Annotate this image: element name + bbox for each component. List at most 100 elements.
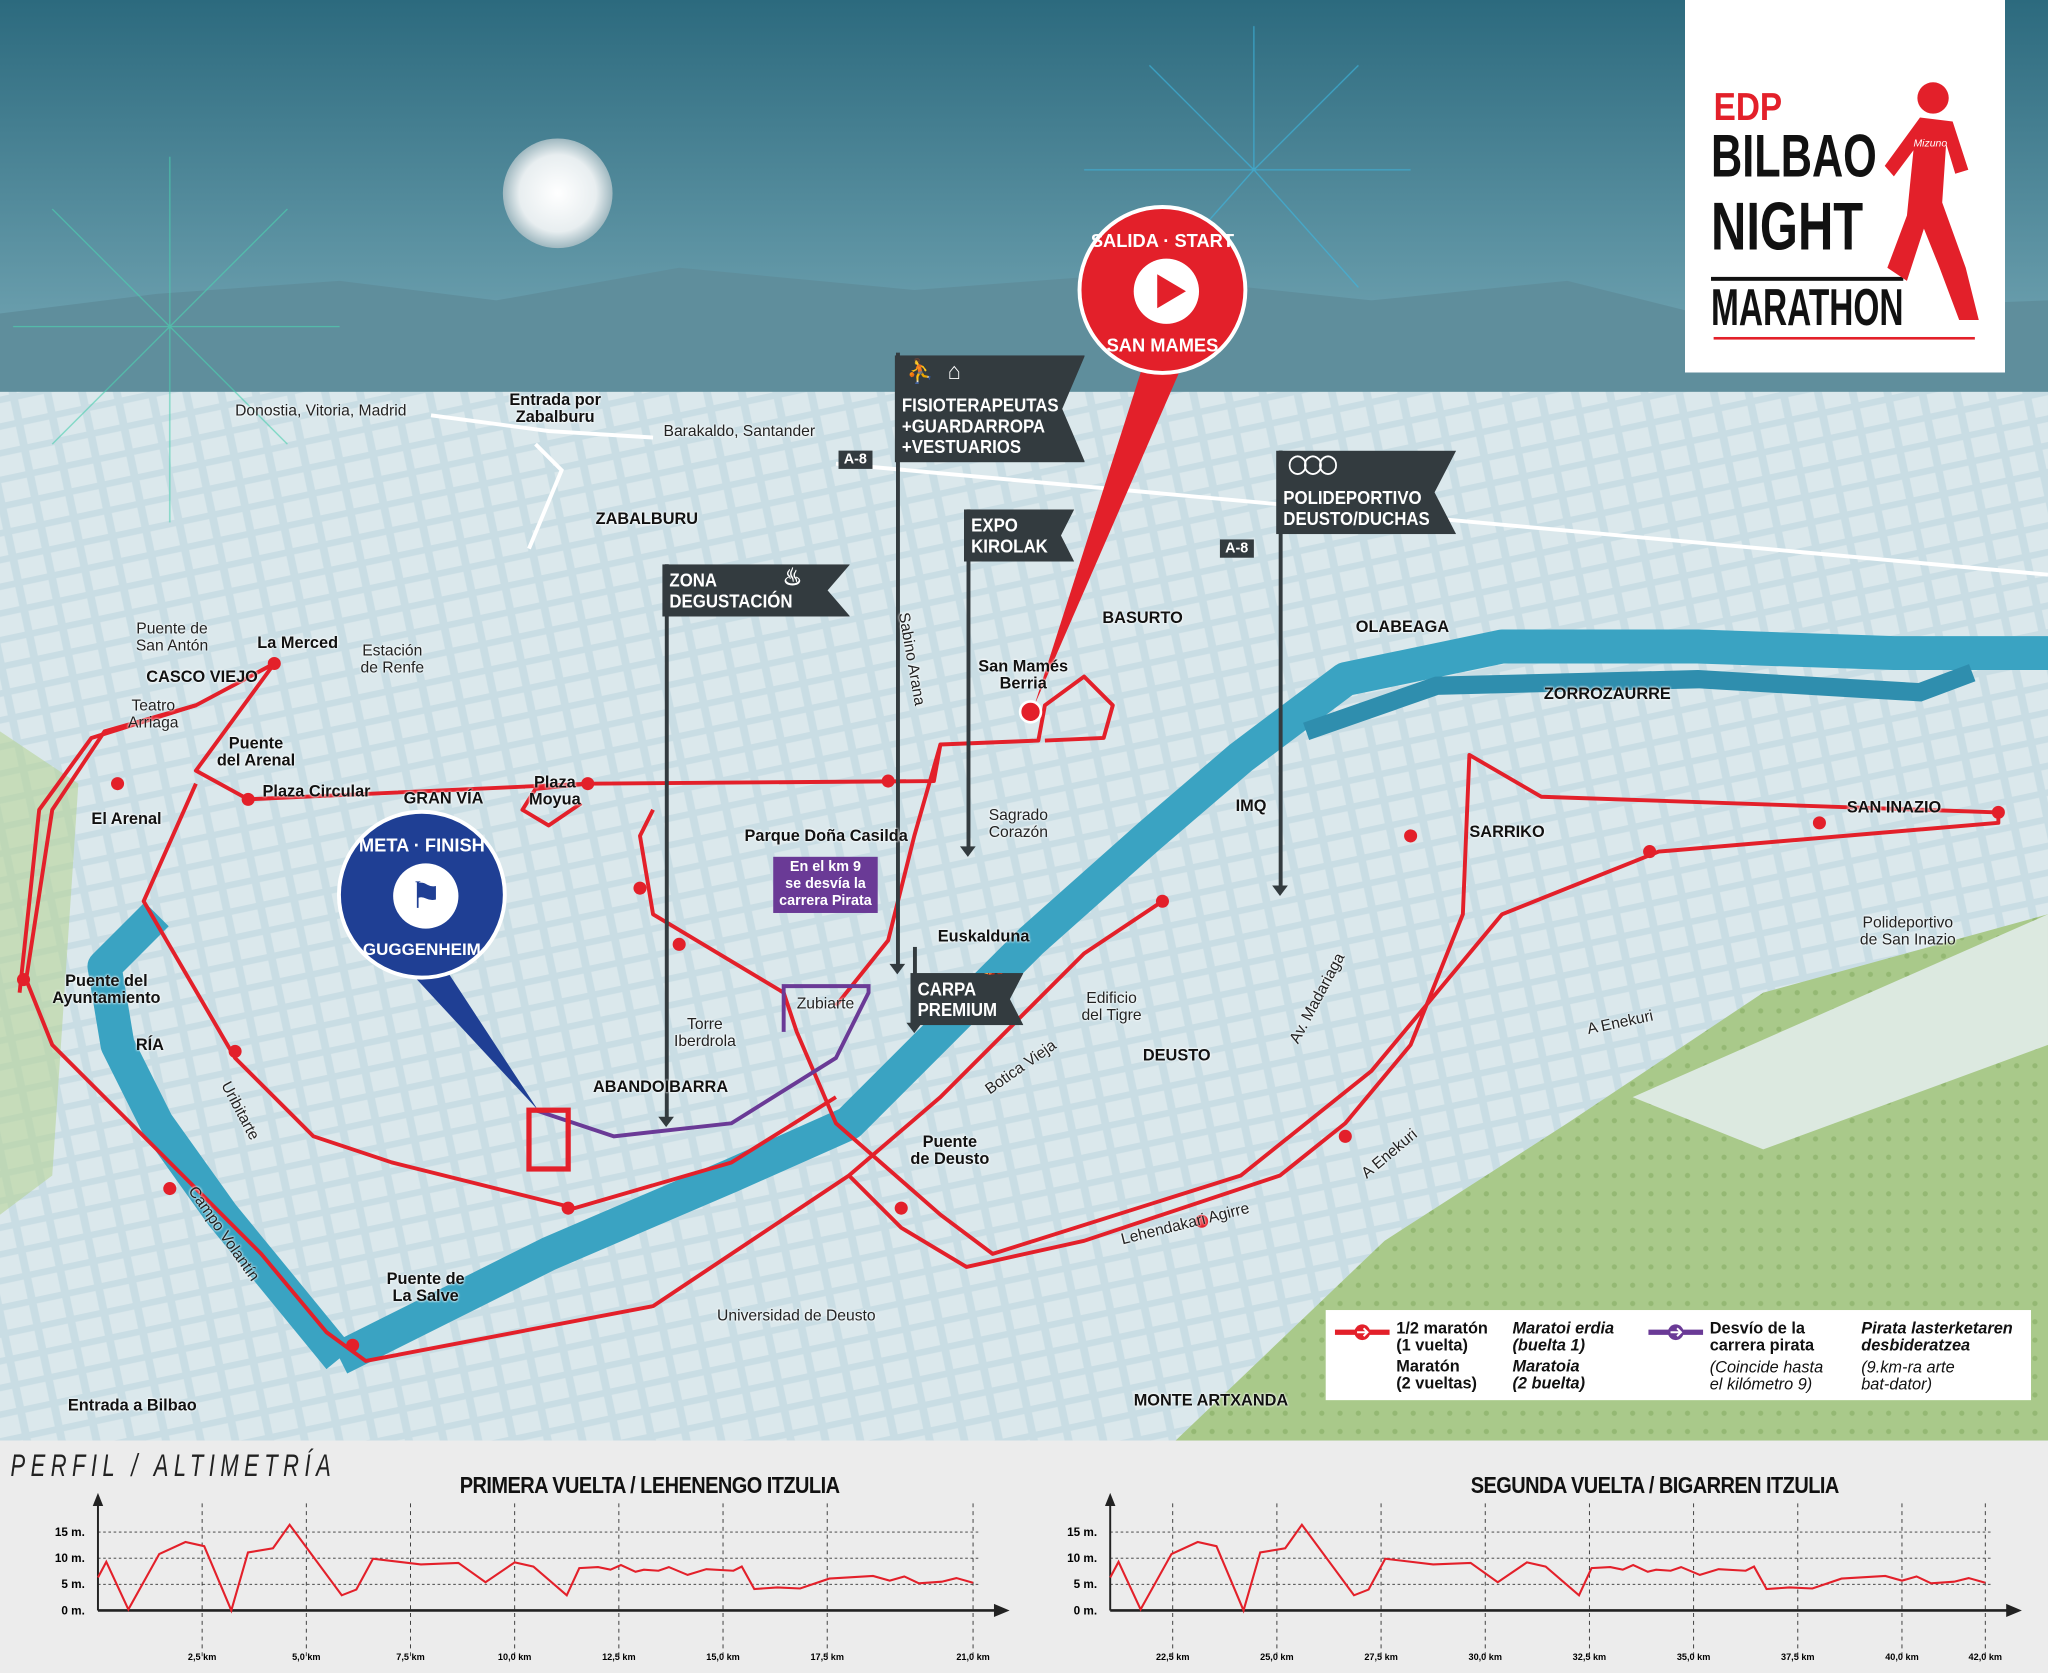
y-tick-label: 0 m.	[61, 1604, 85, 1617]
label-donostia: Donostia, Vitoria, Madrid	[235, 400, 407, 420]
route-legend-icon	[1334, 1324, 1390, 1341]
x-tick-label: 22,5 km	[1156, 1652, 1189, 1662]
pirate-legend-icon	[1648, 1324, 1704, 1341]
y-axis-arrow	[1104, 1492, 1116, 1506]
logo-line2: NIGHT	[1711, 189, 1864, 266]
label-entrada-bilbao: Entrada a Bilbao	[67, 1396, 197, 1415]
label-line: Estación	[362, 641, 423, 660]
start-point-icon	[1018, 700, 1043, 724]
label-line: Moyua	[528, 790, 581, 809]
label-gran-via: GRAN VÍA	[403, 788, 484, 808]
label-abandoibarra: ABANDOIBARRA	[592, 1077, 729, 1096]
note-line: En el km 9	[789, 859, 861, 876]
label-euskalduna: Euskalduna	[937, 927, 1030, 946]
label-sarriko: SARRIKO	[1469, 822, 1545, 842]
label-zubiarte: Zubiarte	[796, 993, 855, 1013]
sign-line: ZONA	[669, 569, 718, 591]
logo-line1: BILBAO	[1711, 121, 1877, 190]
x-tick-label: 30,0 km	[1469, 1652, 1502, 1662]
x-tick-label: 7,5 km	[396, 1652, 424, 1662]
legend-full-eu: Maratoia(2 buelta)	[1512, 1358, 1585, 1392]
route-arrow-markers	[16, 656, 2005, 1352]
label-line: Puente de	[136, 619, 208, 638]
finish-marker[interactable]: META · FINISH ⚑ GUGGENHEIM	[336, 809, 507, 980]
y-tick-label: 15 m.	[1067, 1526, 1097, 1539]
y-tick-label: 5 m.	[1074, 1578, 1098, 1591]
label-monte-artxanda: MONTE ARTXANDA	[1133, 1391, 1289, 1410]
legend-line: carrera pirata	[1709, 1336, 1815, 1355]
legend-line: Maratoia	[1512, 1357, 1580, 1376]
zona-pole	[658, 564, 674, 1128]
legend-line: Pirata lasterketaren	[1861, 1319, 2013, 1338]
y-tick-label: 10 m.	[55, 1552, 85, 1565]
massage-icon: ⛹	[906, 357, 934, 384]
legend-full: Maratón(2 vueltas)	[1396, 1358, 1477, 1392]
label-line: Polideportivo	[1862, 912, 1954, 932]
finish-line	[526, 1107, 571, 1172]
x-tick-label: 25,0 km	[1260, 1652, 1293, 1662]
label-line: del Arenal	[216, 751, 296, 770]
logo-line3: MARATHON	[1711, 276, 1904, 336]
label-line: Arriaga	[127, 713, 179, 732]
label-line: La Salve	[392, 1286, 459, 1305]
expo-pole	[959, 509, 976, 857]
label-universidad-deusto: Universidad de Deusto	[717, 1306, 876, 1325]
legend-line: (1 vuelta)	[1396, 1336, 1468, 1355]
x-tick-label: 40,0 km	[1885, 1652, 1918, 1662]
sign-line: +GUARDARROPA	[901, 415, 1046, 437]
legend-line: Desvío de la	[1709, 1319, 1805, 1338]
label-parque-casilda: Parque Doña Casilda	[744, 826, 908, 846]
elevation-line	[97, 1522, 974, 1614]
label-barakaldo: Barakaldo, Santander	[663, 421, 816, 441]
chart-title-2: SEGUNDA VUELTA / BIGARREN ITZULIA	[1470, 1471, 1840, 1499]
x-tick-label: 10,0 km	[498, 1652, 531, 1662]
legend-line: (Coincide hasta	[1709, 1358, 1824, 1377]
sign-line: FISIOTERAPEUTAS	[901, 394, 1059, 416]
legend-half: 1/2 maratón(1 vuelta)	[1396, 1320, 1488, 1354]
legend-line: (buelta 1)	[1512, 1336, 1586, 1355]
y-tick-label: 0 m.	[1074, 1604, 1098, 1617]
start-marker[interactable]: SALIDA · START SAN MAMES	[1077, 205, 1248, 375]
label-line: de Deusto	[910, 1149, 990, 1168]
legend-line: desbideratzea	[1861, 1336, 1971, 1355]
logo-underline	[1713, 336, 1975, 340]
label-line: Plaza	[533, 773, 576, 792]
label-line: Edificio	[1086, 988, 1137, 1008]
x-tick-label: 17,5 km	[810, 1652, 843, 1662]
sign-line: POLIDEPORTIVO	[1283, 487, 1422, 509]
sign-fisioterapeutas: ⛹⌂ FISIOTERAPEUTAS+GUARDARROPA+VESTUARIO…	[894, 355, 1086, 463]
x-tick-label: 32,5 km	[1573, 1652, 1606, 1662]
elevation-profile: PERFIL / ALTIMETRÍA PRIMERA VUELTA / LEH…	[0, 1440, 2048, 1673]
label-basurto: BASURTO	[1102, 608, 1183, 627]
legend-line: (2 buelta)	[1512, 1374, 1586, 1393]
x-tick-label: 5,0 km	[292, 1652, 320, 1662]
x-tick-label: 42,0 km	[1969, 1652, 2002, 1662]
legend-half-eu: Maratoi erdia(buelta 1)	[1512, 1320, 1614, 1354]
sign-line: EXPO	[971, 514, 1018, 536]
label-line: Puente del	[65, 971, 148, 991]
x-tick-label: 15,0 km	[706, 1652, 739, 1662]
label-line: Corazón	[988, 822, 1048, 842]
label-casco-viejo: CASCO VIEJO	[146, 667, 258, 686]
label-line: San Antón	[135, 636, 209, 655]
legend-line: el kilómetro 9)	[1709, 1375, 1813, 1394]
label-deusto: DEUSTO	[1142, 1046, 1211, 1065]
label-line: Teatro	[131, 696, 176, 715]
sign-line: KIROLAK	[971, 535, 1048, 557]
note-line: se desvía la	[785, 876, 866, 893]
